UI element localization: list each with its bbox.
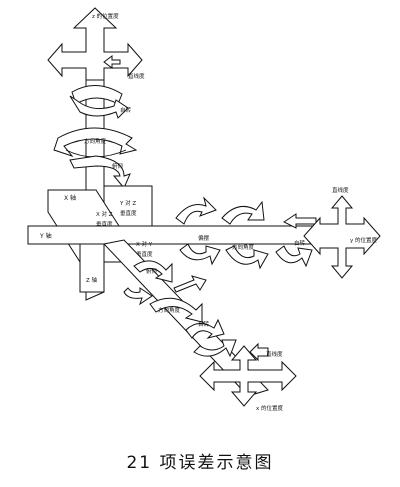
y-roll-label: 自转 — [294, 239, 306, 247]
x-to-z-perp-label: 垂直度 — [96, 220, 113, 228]
z-position-label: z 的位置度 — [92, 12, 119, 20]
x-axis-group: 俯仰 方向角度 自转 直线度 x 的位置度 — [103, 239, 297, 412]
y-position-arrow — [303, 195, 381, 279]
y-direction-arrow — [221, 200, 265, 225]
y-direction-label: 方向角度 — [232, 243, 255, 251]
x-axis-label: X 轴 — [64, 194, 76, 202]
y-to-z-label: Y 对 Z — [119, 199, 136, 207]
z-lower-label: Z 轴 — [86, 276, 98, 284]
y-roll-arrow — [275, 245, 313, 268]
figure-caption: 21 项误差示意图 — [126, 453, 274, 473]
x-to-y-perp-label: 垂直度 — [136, 250, 153, 258]
y-to-z-perp-label: 垂直度 — [120, 209, 137, 217]
y-position-label: y 的位置度 — [350, 236, 378, 244]
x-direction-label: 方向角度 — [158, 306, 181, 314]
y-yaw-label: 偏摆 — [198, 234, 210, 242]
z-straightness-label: 直线度 — [128, 72, 145, 80]
x-position-arrow — [199, 345, 297, 407]
x-pitch-label: 俯仰 — [146, 267, 158, 275]
x-to-z-label: X 对 Z — [96, 210, 113, 218]
z-lower-group: Z 轴 — [79, 243, 105, 293]
x-to-y-label: X 对 Y — [136, 240, 153, 248]
z-roll-label: 自转 — [120, 106, 132, 114]
x-straightness-arrow — [249, 342, 269, 362]
y-axis-group: Y 轴 X 对 Y 垂直度 偏摆 方向角度 自转 y 的位置度 直线度 — [27, 186, 381, 279]
y-yaw-arrow — [175, 196, 217, 225]
x-roll-arrow — [185, 318, 225, 339]
z-straightness-arrow — [103, 55, 121, 69]
z-direction-arrow — [53, 127, 138, 158]
z-lower-plate — [79, 243, 105, 293]
x-roll-label: 自转 — [198, 320, 210, 328]
x-pitch-arrow — [133, 260, 173, 283]
y-axis-label: Y 轴 — [39, 232, 52, 240]
error-diagram: z 的位置度 直线度 自转 方向角度 俯仰 Y 对 Z 垂直度 X 轴 X 对 … — [27, 7, 381, 412]
z-pitch-arrow — [69, 155, 131, 189]
z-direction-label: 方向角度 — [84, 137, 107, 145]
y-straightness-label: 直线度 — [332, 186, 349, 194]
z-pitch-label: 俯仰 — [112, 162, 124, 170]
x-straightness-label: 直线度 — [266, 350, 283, 358]
x-position-label: x 的位置度 — [256, 404, 284, 412]
x-direction-arrow — [149, 297, 203, 323]
